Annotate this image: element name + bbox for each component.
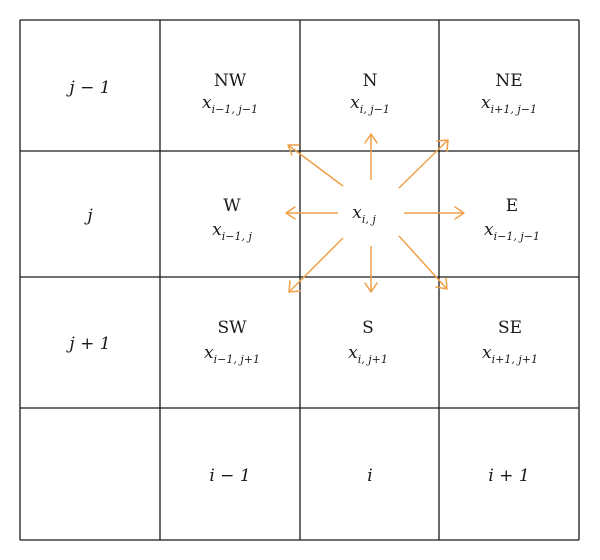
grid	[19, 19, 580, 541]
cell-e-name: E	[506, 196, 518, 216]
cell-nw-name: NW	[214, 71, 247, 91]
row-label-j: j	[83, 206, 93, 226]
row-label-j-plus-1: j + 1	[65, 334, 110, 354]
cell-sw-variable: xi−1, j+1	[204, 343, 260, 366]
cell-e-variable: xi−1, j−1	[484, 220, 540, 243]
arrow-to-w	[285, 206, 338, 220]
arrow-to-e	[404, 206, 465, 220]
cell-w-variable: xi−1, j	[212, 220, 252, 243]
cell-n-variable: xi, j−1	[350, 93, 390, 116]
arrow-to-s	[364, 246, 378, 293]
arrow-to-se	[398, 235, 448, 290]
arrow-to-sw	[288, 237, 344, 293]
cell-nw-variable: xi−1, j−1	[202, 93, 258, 116]
cell-ne-variable: xi+1, j−1	[481, 93, 537, 116]
cell-se-variable: xi+1, j+1	[482, 343, 538, 366]
column-label-i-plus-1: i + 1	[488, 466, 529, 486]
arrow-to-n	[364, 133, 378, 180]
cell-ne-name: NE	[495, 71, 522, 91]
cell-sw-name: SW	[217, 318, 247, 338]
arrow-to-ne	[398, 139, 449, 189]
cell-s-variable: xi, j+1	[348, 343, 388, 366]
row-label-j-minus-1: j − 1	[65, 78, 110, 98]
cell-s-name: S	[362, 318, 374, 338]
column-label-i: i	[367, 466, 372, 486]
cell-se-name: SE	[498, 318, 522, 338]
arrow-to-nw	[287, 144, 344, 187]
column-label-i-minus-1: i − 1	[209, 466, 250, 486]
cell-w-name: W	[223, 196, 241, 216]
cell-n-name: N	[363, 71, 378, 91]
cell-center-variable: xi, j	[352, 203, 376, 226]
neighbor-arrows	[285, 133, 465, 293]
